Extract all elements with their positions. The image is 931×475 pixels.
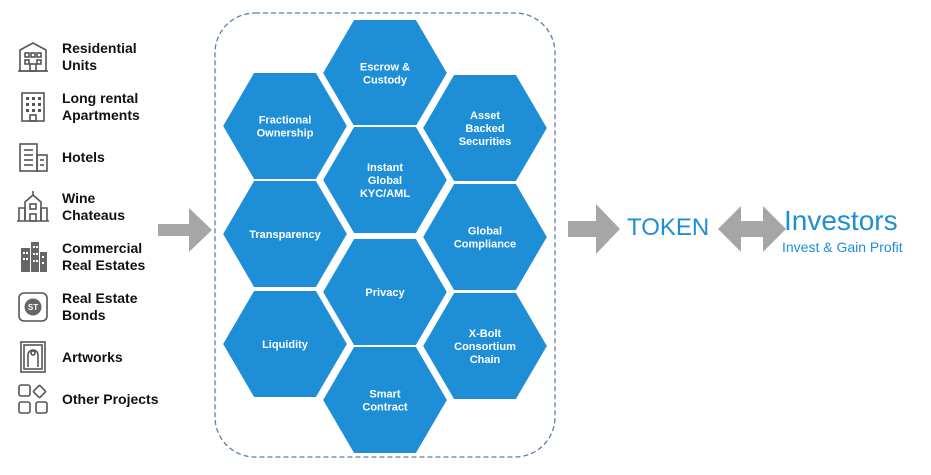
hotel-icon: [19, 143, 48, 172]
hex-transparency: Transparency: [220, 179, 350, 289]
asset-label: Commercial Real Estates: [62, 240, 146, 273]
investors-subtitle: Invest & Gain Profit: [782, 239, 903, 255]
asset-label: Wine Chateaus: [62, 190, 126, 223]
asset-item-residential: Residential Units: [16, 37, 137, 77]
asset-item-long-rental: Long rental Apartments: [16, 87, 140, 127]
right-arrow-icon: [568, 204, 620, 254]
hex-label-line: Asset: [470, 110, 500, 122]
hex-label-line: Global: [468, 226, 502, 238]
hex-label-line: Fractional: [259, 115, 312, 127]
hexagon-shape: [320, 345, 450, 455]
hex-label-line: Transparency: [249, 229, 321, 241]
hex-label-line: Consortium: [454, 341, 516, 353]
double-arrow-icon: [718, 206, 786, 252]
hex-label-line: Backed: [465, 123, 504, 135]
hex-liquidity: Liquidity: [220, 289, 350, 399]
asset-item-other: Other Projects: [16, 379, 158, 419]
hex-privacy: Privacy: [320, 237, 450, 347]
hex-label-line: Compliance: [454, 239, 516, 251]
right-arrow-icon: [158, 208, 212, 252]
asset-label: Artworks: [62, 348, 123, 365]
bond-icon: ST: [18, 292, 48, 322]
feature-hexagons: Escrow &CustodyFractionalOwnershipAssetB…: [220, 18, 550, 455]
bond-badge-text: ST: [28, 303, 38, 312]
investors-title: Investors: [784, 205, 898, 236]
asset-label: Long rental Apartments: [62, 90, 140, 123]
asset-item-artworks: Artworks: [16, 337, 123, 377]
hex-label-line: Global: [368, 175, 402, 187]
apartment-building-icon: [18, 42, 48, 72]
asset-item-wine-chateaus: Wine Chateaus: [16, 187, 125, 227]
hex-label-line: Privacy: [365, 287, 405, 299]
hex-label-line: X-Bolt: [469, 328, 502, 340]
asset-item-commercial: Commercial Real Estates: [16, 237, 145, 277]
asset-label: Hotels: [62, 148, 105, 165]
hex-label-line: Instant: [367, 162, 403, 174]
artwork-icon: [20, 341, 46, 373]
hex-label-line: Escrow &: [360, 62, 410, 74]
asset-label: Real Estate Bonds: [62, 290, 138, 323]
chateau-icon: [17, 191, 49, 222]
hex-escrow: Escrow &Custody: [320, 18, 450, 128]
asset-item-hotels: Hotels: [16, 137, 105, 177]
asset-label: Other Projects: [62, 390, 159, 407]
token-label: TOKEN: [627, 214, 710, 241]
hexagon-shape: [220, 179, 350, 289]
hex-label-line: Liquidity: [262, 339, 309, 351]
office-building-icon: [21, 92, 45, 122]
hex-label-line: Securities: [459, 136, 512, 148]
hex-label-line: Chain: [470, 354, 501, 366]
hex-label-line: Ownership: [257, 128, 314, 140]
hex-label-line: Smart: [369, 389, 401, 401]
skyscraper-icon: [21, 242, 47, 272]
hex-label-line: KYC/AML: [360, 188, 410, 200]
hexagon-shape: [220, 289, 350, 399]
asset-item-bonds: ST Real Estate Bonds: [16, 287, 137, 327]
hex-label-line: Contract: [362, 402, 408, 414]
asset-label: Residential Units: [62, 40, 137, 73]
grid-icon: [18, 384, 48, 414]
hex-label-line: Custody: [363, 75, 408, 87]
feature-frame: [214, 12, 556, 458]
hexagon-shape: [320, 125, 450, 235]
hexagon-shape: [420, 291, 550, 401]
